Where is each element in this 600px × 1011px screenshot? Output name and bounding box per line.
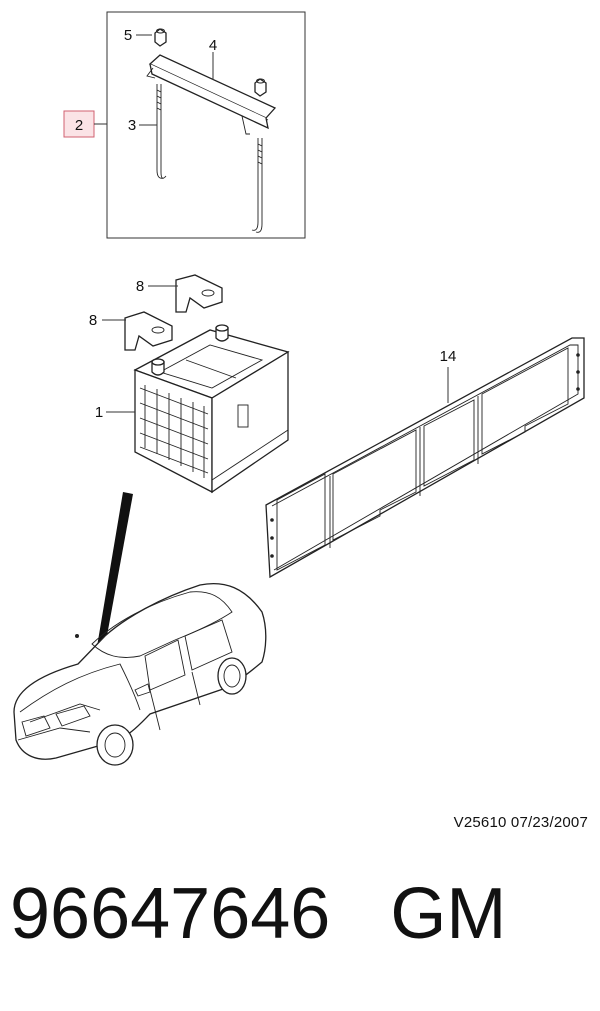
terminal-covers — [102, 274, 223, 351]
battery — [106, 324, 290, 494]
callout-2-label: 2 — [75, 117, 83, 134]
callout-5-label: 5 — [124, 27, 132, 44]
callout-2-highlight — [63, 110, 95, 138]
reference-code: V25610 07/23/2007 — [453, 814, 588, 831]
brand-name: GM — [390, 874, 507, 954]
vehicle-locator — [13, 582, 267, 766]
part-number-line: 96647646 GM — [10, 878, 506, 950]
bracket-detail-box — [106, 11, 306, 239]
part-number: 96647646 — [10, 874, 331, 954]
callout-2[interactable]: 2 — [63, 110, 95, 138]
callout-8-upper-label: 8 — [136, 278, 144, 295]
callout-3-label: 3 — [128, 117, 136, 134]
callout-8-lower-label: 8 — [89, 312, 97, 329]
callout-14-label: 14 — [440, 348, 457, 365]
battery-insulator — [265, 337, 585, 579]
callout-4-label: 4 — [209, 37, 217, 54]
parts-diagram: 2 5 4 3 8 8 1 — [13, 11, 585, 766]
callout-1-label: 1 — [95, 404, 103, 421]
